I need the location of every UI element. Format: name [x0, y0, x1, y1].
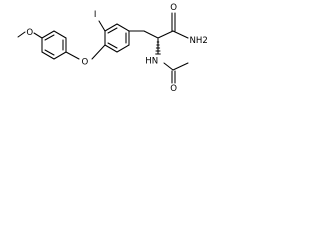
molecule-drawing: O O I O NH2 HN O	[17, 3, 208, 93]
iodophenyl-ring	[104, 23, 130, 53]
acetyl-oxygen-label: O	[170, 84, 177, 93]
amide-nitrogen-label: NH2	[190, 36, 208, 46]
nh-label: HN	[145, 57, 158, 67]
iodine-label: I	[94, 10, 97, 20]
methoxy-group	[17, 31, 43, 39]
acetyl-group	[163, 62, 189, 84]
structure-canvas: O O I O NH2 HN O	[0, 0, 225, 93]
ether-oxygen-label: O	[82, 57, 89, 67]
iodo-bond	[98, 20, 106, 32]
side-chain	[128, 12, 189, 39]
stereo-wedge	[155, 38, 161, 55]
amide-oxygen-label: O	[170, 3, 177, 13]
ether-linkage	[65, 44, 106, 60]
methoxyphenyl-ring	[41, 30, 67, 60]
methoxy-oxygen-label: O	[26, 28, 33, 38]
